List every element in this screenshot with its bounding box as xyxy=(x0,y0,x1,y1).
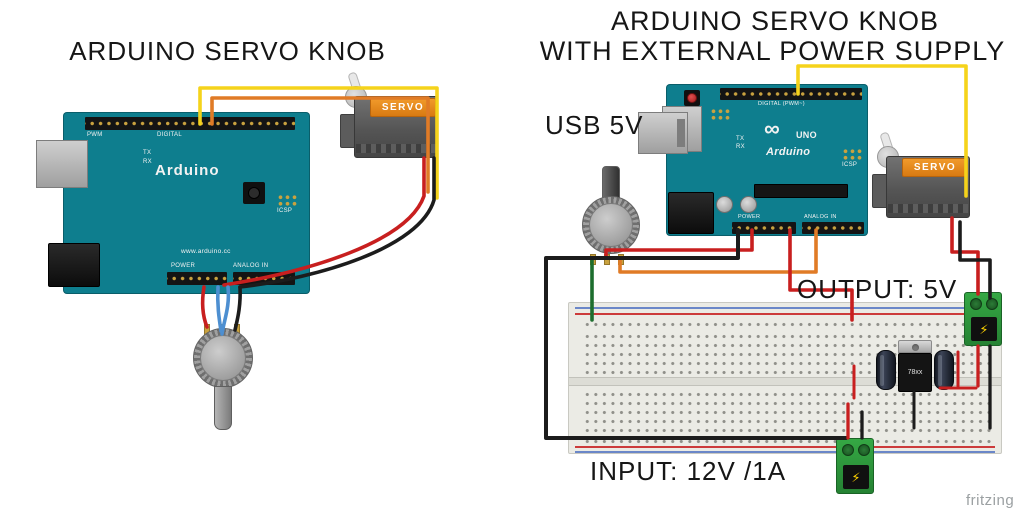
right-circuit-title-line1: ARDUINO SERVO KNOB xyxy=(610,6,940,36)
terminal-screw xyxy=(970,298,982,310)
potentiometer-left xyxy=(192,322,254,434)
pot-shaft xyxy=(214,386,232,430)
analog-label: ANALOG IN xyxy=(233,263,269,269)
voltage-regulator: 78xx xyxy=(898,340,932,392)
usb-connector-left xyxy=(36,140,88,188)
usb-5v-label: USB 5V xyxy=(545,110,644,140)
analog-header-right xyxy=(802,222,864,234)
terminal-screw xyxy=(858,444,870,456)
terminal-block: ⚡ xyxy=(971,317,997,341)
power-header-left xyxy=(167,272,227,285)
regulator-body: 78xx xyxy=(898,353,932,392)
terminal-screw xyxy=(986,298,998,310)
power-terminal-output: ⚡ xyxy=(964,292,1002,346)
lightning-icon: ⚡ xyxy=(979,321,989,337)
left-circuit-title: ARDUINO SERVO KNOB xyxy=(69,36,386,66)
usb-plug xyxy=(638,112,688,154)
rail-line-red-top xyxy=(575,313,995,315)
icsp-label: ICSP xyxy=(277,208,293,214)
servo-vents xyxy=(888,204,968,213)
pot-leg xyxy=(618,254,624,265)
servo-left: SERVO xyxy=(340,71,450,172)
digital-label: DIGITAL xyxy=(157,132,182,138)
right-circuit-title-line2: WITH EXTERNAL POWER SUPPLY xyxy=(539,36,1006,66)
arduino-board-left: PWM DIGITAL TX RX Arduino ICSP www.ardui… xyxy=(63,112,310,294)
electrolytic-capacitor-2 xyxy=(934,350,954,390)
icsp-header-1 xyxy=(710,108,730,121)
servo-label-tag: SERVO xyxy=(370,98,436,117)
pot-body xyxy=(582,196,640,254)
digital-label: DIGITAL (PWM~) xyxy=(758,101,805,107)
power-header-right xyxy=(732,222,796,234)
pot-body xyxy=(193,328,253,388)
board-capacitor xyxy=(740,196,757,213)
rail-line-blue-top xyxy=(575,307,995,309)
reset-button xyxy=(243,182,265,204)
reset-button-cap xyxy=(248,187,260,199)
hole-bank-bottom xyxy=(581,388,991,433)
digital-header-left xyxy=(85,117,295,130)
digital-header-right xyxy=(720,88,862,100)
rail-line-red-bottom xyxy=(575,446,995,448)
icsp-label: ICSP xyxy=(842,162,858,168)
terminal-screw xyxy=(842,444,854,456)
analog-header-left xyxy=(233,272,295,285)
arduino-brand: Arduino xyxy=(766,146,811,158)
potentiometer-right xyxy=(580,166,642,266)
icsp-header-left xyxy=(277,194,297,207)
power-terminal-input: ⚡ xyxy=(836,438,874,494)
power-jack-left xyxy=(48,243,100,287)
arduino-board-right: DIGITAL (PWM~) TX RX ∞ UNO Arduino ICSP … xyxy=(662,84,868,236)
uno-logo-text: UNO xyxy=(796,130,817,140)
reset-button-red xyxy=(687,93,697,103)
analog-label: ANALOG IN xyxy=(804,214,837,220)
wire-black-servo-ground xyxy=(958,220,992,300)
power-label: POWER xyxy=(171,263,196,269)
lightning-icon: ⚡ xyxy=(851,469,861,485)
servo-right: SERVO xyxy=(872,131,982,232)
rail-holes-bottom xyxy=(581,435,991,444)
electrolytic-capacitor-1 xyxy=(876,350,896,390)
input-12v-label: INPUT: 12V /1A xyxy=(590,456,787,486)
tx-label: TX xyxy=(143,150,152,156)
rx-label: RX xyxy=(736,144,745,150)
arduino-brand: Arduino xyxy=(155,162,220,179)
rail-line-blue-bottom xyxy=(575,451,995,453)
infinity-logo-icon: ∞ xyxy=(764,116,780,141)
fritzing-watermark: fritzing xyxy=(966,492,1015,509)
pwm-label: PWM xyxy=(87,132,103,138)
arduino-url: www.arduino.cc xyxy=(181,248,231,255)
pot-leg xyxy=(590,254,596,265)
terminal-block: ⚡ xyxy=(843,465,869,489)
servo-vents xyxy=(356,144,436,153)
servo-label-tag: SERVO xyxy=(902,158,968,177)
power-jack-right xyxy=(668,192,714,234)
power-label: POWER xyxy=(738,214,761,220)
usb-plug-tip xyxy=(677,119,685,147)
regulator-tab xyxy=(898,340,932,353)
board-capacitor xyxy=(716,196,733,213)
pot-leg xyxy=(604,254,610,265)
output-5v-label: OUTPUT: 5V xyxy=(797,274,958,304)
tx-label: TX xyxy=(736,136,745,142)
atmega-chip xyxy=(754,184,848,198)
rail-holes-top xyxy=(581,318,991,327)
rx-label: RX xyxy=(143,159,152,165)
wire-orange-pot-analog xyxy=(618,228,818,274)
icsp-header-2 xyxy=(842,148,862,161)
